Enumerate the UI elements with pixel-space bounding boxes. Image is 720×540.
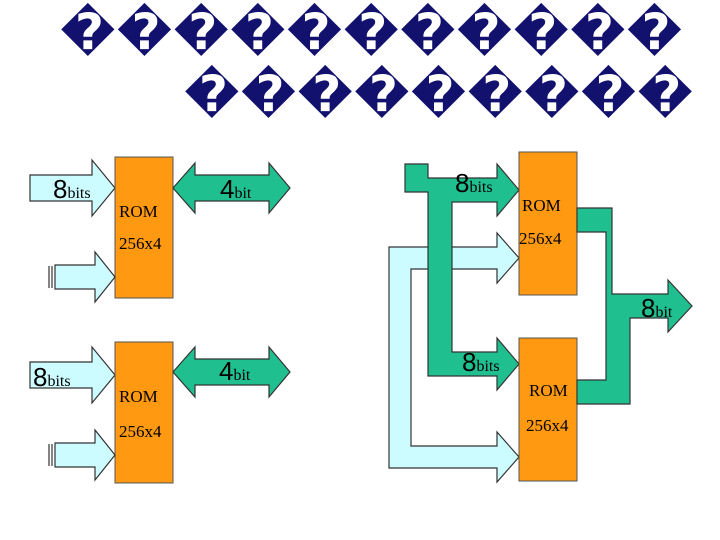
right-bottom-rom-box xyxy=(518,337,578,482)
left-bottom-rom-box xyxy=(114,341,174,484)
left-bottom-output-arrow xyxy=(172,345,291,399)
left-top-output-label: 4bit xyxy=(220,174,252,204)
right-bottom-rom-size: 256x4 xyxy=(526,416,569,435)
right-top-input-label: 8bits xyxy=(455,168,493,198)
left-bottom-rom-size: 256x4 xyxy=(119,422,162,441)
title-line-2: ��������� xyxy=(184,65,694,123)
right-top-rom-name: ROM xyxy=(522,196,561,215)
left-bottom-input-label: 8bits xyxy=(33,362,71,392)
right-top-rom-box xyxy=(518,151,578,296)
right-top-rom-size: 256x4 xyxy=(519,229,562,248)
right-address-bus xyxy=(388,231,520,484)
left-top-input-arrow xyxy=(29,158,116,218)
left-top-rom-size: 256x4 xyxy=(119,234,162,253)
right-data-bus xyxy=(404,162,520,392)
left-bottom-address-arrow xyxy=(54,428,116,482)
right-output-label: 8bit xyxy=(641,293,673,323)
left-top-address-arrow xyxy=(54,250,116,304)
left-bottom-input-arrow xyxy=(29,345,116,405)
right-output-bus xyxy=(576,207,693,405)
left-bottom-output-label: 4bit xyxy=(219,356,251,386)
title-line-1: ����������� xyxy=(60,3,684,61)
right-bottom-input-label: 8bits xyxy=(462,347,500,377)
left-top-rom-box xyxy=(114,156,174,299)
left-bottom-rom-name: ROM xyxy=(119,387,158,406)
left-top-rom-name: ROM xyxy=(119,202,158,221)
left-top-input-label: 8bits xyxy=(53,174,91,204)
left-top-output-arrow xyxy=(172,161,291,215)
right-bottom-rom-name: ROM xyxy=(529,381,568,400)
